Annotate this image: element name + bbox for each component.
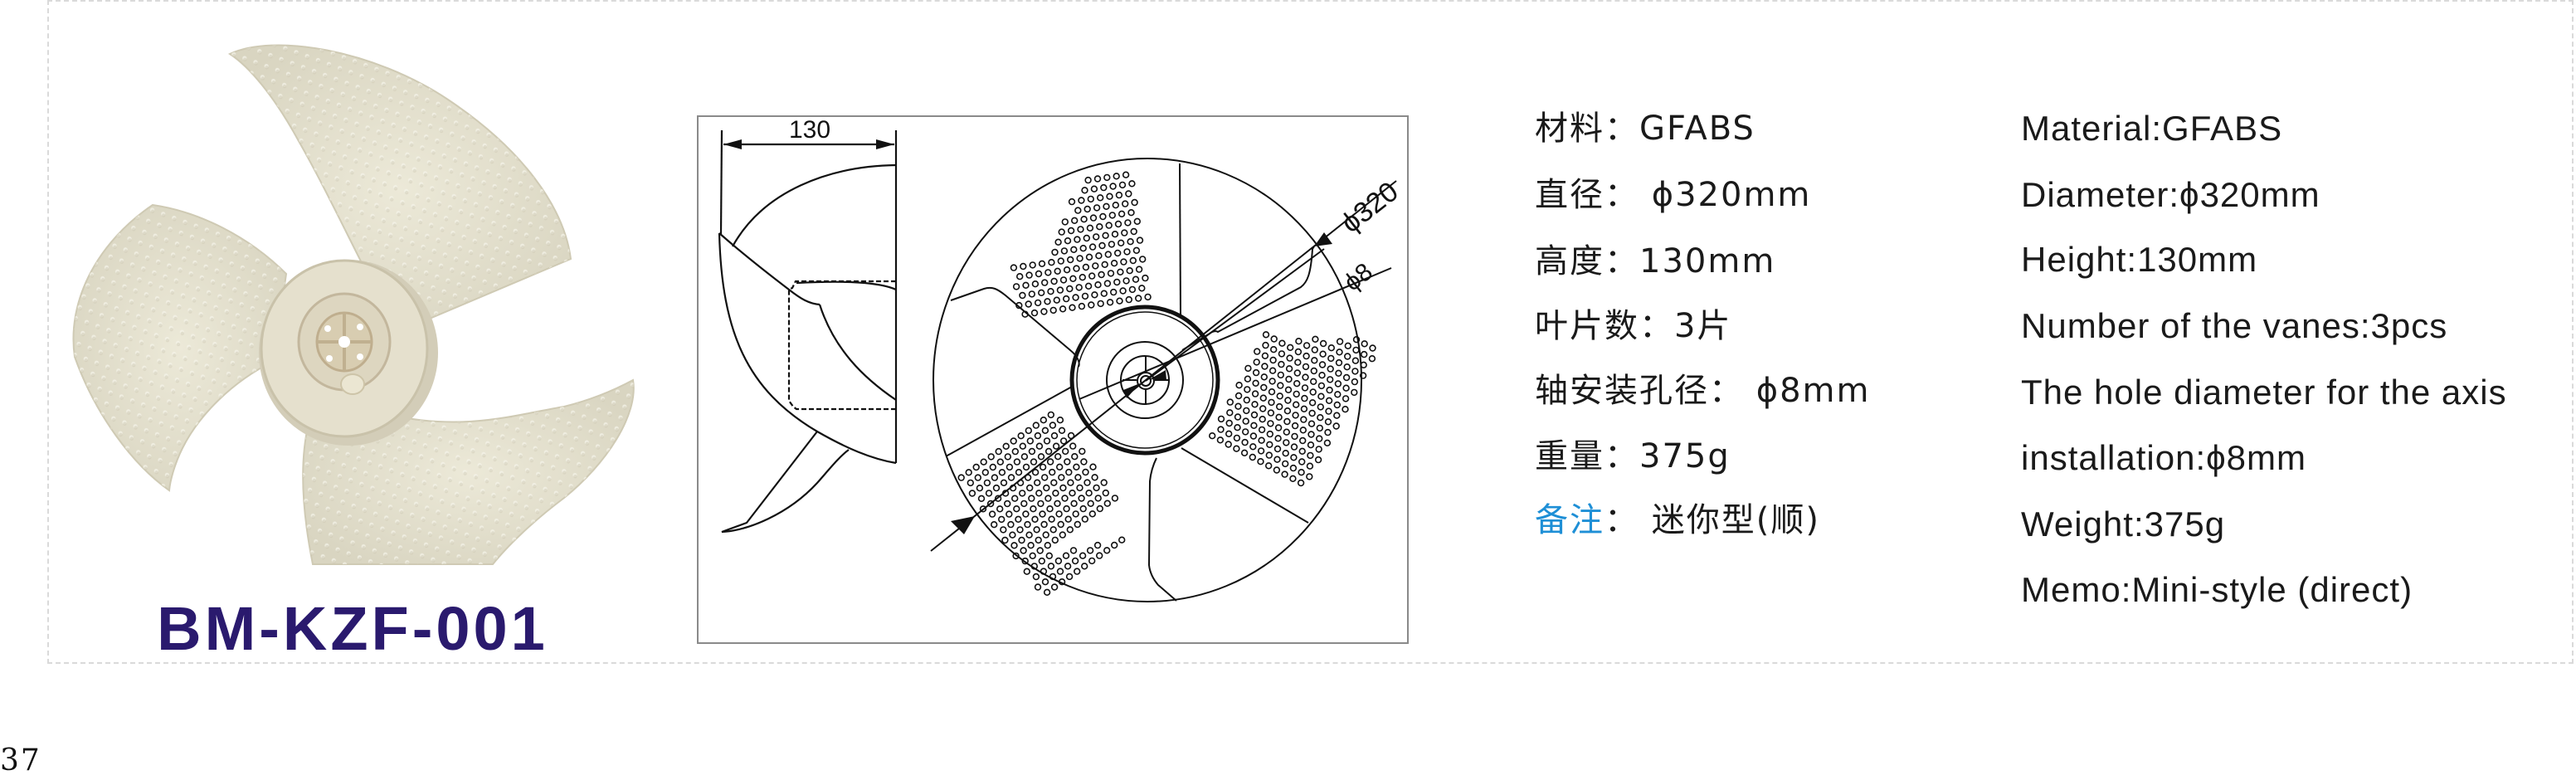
spec-en-height: Height:130mm [2021,240,2258,279]
spec-cn-diameter: 直径： ϕ320mm [1535,176,1812,214]
spec-en-weight: Weight:375g [2021,505,2226,544]
spec-cn-weight: 重量：375g [1535,437,1731,475]
model-number: BM-KZF-001 [157,594,548,663]
spec-cn-vanes: 叶片数：3片 [1535,307,1732,345]
spec-en-diameter: Diameter:ϕ320mm [2021,175,2320,214]
spec-en-hole-line2: installation:ϕ8mm [2021,438,2306,477]
spec-cn-hole: 轴安装孔径： ϕ8mm [1535,372,1871,410]
page-number: 37 [0,743,41,778]
spec-cn-memo: 备注： 迷你型(顺) [1535,501,1820,539]
spec-en-material: Material:GFABS [2021,109,2283,148]
spec-en-hole-line1: The hole diameter for the axis [2021,373,2507,412]
spec-en-vanes: Number of the vanes:3pcs [2021,306,2448,345]
fan-photo [72,44,635,565]
page-frame [47,0,2574,664]
spec-en-memo: Memo:Mini-style (direct) [2021,570,2413,609]
spec-cn-material: 材料：GFABS [1535,110,1755,148]
spec-cn-height: 高度：130mm [1535,242,1776,280]
